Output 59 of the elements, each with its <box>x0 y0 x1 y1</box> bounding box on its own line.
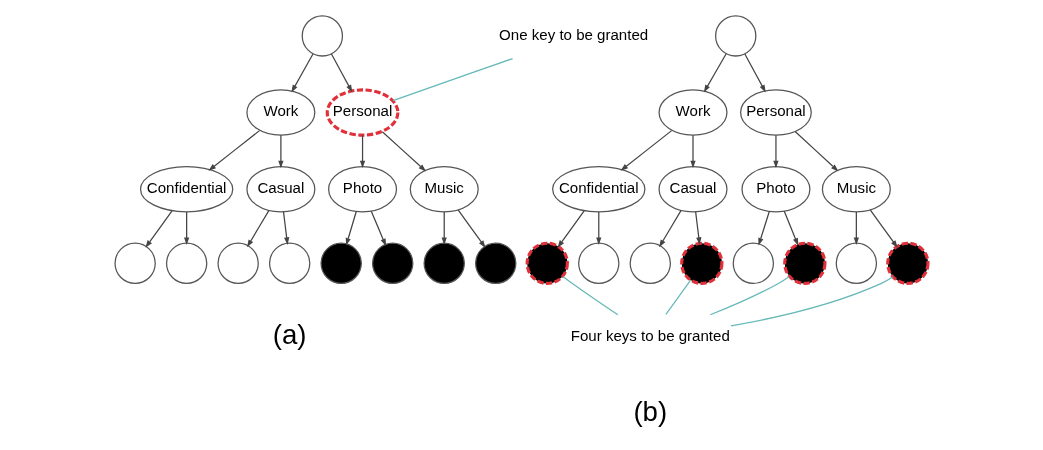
arrow <box>773 134 779 169</box>
node-circle <box>301 15 344 57</box>
node-circle <box>835 242 878 285</box>
node-circle <box>268 242 311 285</box>
arrow <box>441 211 447 245</box>
arrow <box>359 134 366 169</box>
arrow <box>695 211 702 245</box>
node-circle <box>578 242 620 285</box>
arrow <box>659 209 682 248</box>
arrow <box>744 53 766 93</box>
node-ellipse: Personal <box>740 89 812 136</box>
arrow <box>794 131 839 172</box>
arrow <box>758 210 770 246</box>
arrow <box>596 211 602 245</box>
arrow <box>557 210 585 248</box>
node-circle <box>680 241 724 285</box>
arrow <box>247 209 270 248</box>
node-circle <box>217 242 259 285</box>
connector <box>665 279 692 316</box>
node-ellipse: Photo <box>328 165 398 213</box>
node-ellipse: Casual <box>246 165 316 213</box>
arrow <box>345 210 357 246</box>
node-ellipse: Work <box>658 89 728 136</box>
label: (b) <box>633 396 668 428</box>
connector <box>730 276 894 327</box>
arrow <box>690 134 696 169</box>
arrow <box>370 210 387 247</box>
node-circle <box>732 242 775 285</box>
node-circle <box>715 15 757 57</box>
arrow <box>620 130 673 171</box>
arrow <box>278 134 284 169</box>
arrow <box>381 131 427 172</box>
arrow <box>783 210 799 246</box>
connector <box>709 276 790 316</box>
node-text: One key to be granted <box>499 25 649 43</box>
node-circle <box>165 242 208 285</box>
arrow <box>282 211 290 245</box>
node-circle <box>320 242 362 285</box>
node-ellipse: Casual <box>658 165 728 213</box>
node-circle <box>423 242 465 285</box>
arrow <box>869 209 898 248</box>
arrow <box>291 53 314 93</box>
arrow <box>145 210 173 248</box>
node-circle <box>629 242 671 285</box>
node-circle <box>372 242 414 285</box>
connector <box>562 276 619 316</box>
node-ellipse: Work <box>246 89 316 136</box>
arrow <box>208 130 261 171</box>
node-circle <box>783 241 827 285</box>
connector <box>392 57 514 102</box>
arrow <box>184 211 190 245</box>
node-text: Four keys to be granted <box>570 327 730 345</box>
arrow <box>703 53 727 93</box>
label: (a) <box>272 319 307 351</box>
arrow <box>457 209 486 248</box>
arrow <box>330 53 353 93</box>
node-ellipse: Photo <box>741 165 811 213</box>
node-ellipse: Personal <box>325 88 400 137</box>
arrow <box>853 211 859 245</box>
